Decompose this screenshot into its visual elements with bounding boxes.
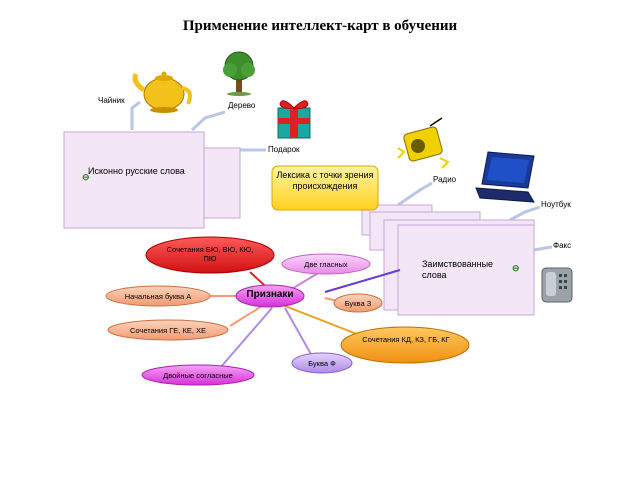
sign-node-5 (107, 319, 229, 341)
borrowed-card (397, 224, 535, 316)
gift-icon (277, 100, 311, 139)
borrowed-item-laptop: Ноутбук (541, 200, 571, 209)
borrowed-connectors (397, 181, 553, 252)
native-connectors (130, 100, 266, 152)
sign-node-8 (141, 364, 255, 386)
native-card-stack (63, 131, 241, 229)
borrowed-item-fax: Факс (553, 241, 572, 250)
center-node (271, 165, 379, 211)
signs-hub-label: Признаки (246, 289, 294, 300)
center-node-label: Лексика с точки зрения происхождения (276, 170, 374, 192)
tree-icon (223, 51, 255, 96)
sign-node-1 (145, 236, 275, 274)
sign-node-6 (340, 326, 470, 364)
sign-label-7: Буква Ф (308, 359, 336, 368)
sign-label-8: Двойные согласные (163, 371, 233, 380)
sign-label-3: Начальная буква А (124, 292, 192, 301)
fax-icon (541, 267, 573, 303)
collapse-icon-borrowed[interactable]: ⊖ (512, 263, 520, 273)
signs-hub (235, 284, 305, 308)
borrowed-item-radio: Радио (433, 175, 457, 184)
sign-node-3 (105, 285, 211, 307)
sign-node-7 (291, 352, 353, 374)
borrowed-card-stack (361, 204, 535, 316)
native-card-label: Исконно русские слова (88, 166, 185, 176)
sign-node-2 (281, 253, 371, 275)
laptop-icon (475, 151, 535, 203)
page-title: Применение интеллект-карт в обучении (182, 18, 458, 34)
sign-label-5: Сочетания ГЕ, КЕ, ХЕ (129, 326, 207, 335)
sign-label-1: Сочетания БЮ, ВЮ, КЮ, ПЮ (166, 245, 254, 263)
sign-label-4: Буква З (344, 299, 372, 308)
borrowed-card-label: Заимствованные слова (422, 259, 494, 281)
radio-icon (397, 117, 450, 169)
collapse-icon-native[interactable]: ⊖ (82, 172, 90, 182)
sign-label-2: Две гласных (304, 260, 348, 269)
native-card (63, 131, 205, 229)
sign-node-4 (333, 293, 383, 313)
native-item-gift: Подарок (268, 145, 300, 154)
teapot-icon (132, 71, 192, 113)
native-item-tree: Дерево (228, 101, 256, 110)
native-item-teapot: Чайник (98, 96, 125, 105)
sign-label-6: Сочетания КД, КЗ, ГБ, КГ (362, 335, 450, 344)
